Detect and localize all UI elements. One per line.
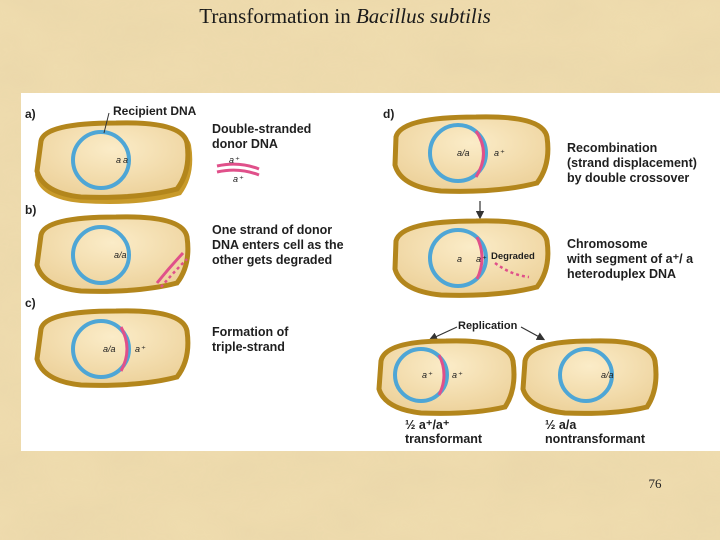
donor-allele-plus-2: a⁺: [233, 174, 244, 184]
allele-plus-transformant: a⁺: [422, 370, 433, 380]
allele-a-panel-b: a/a: [114, 250, 127, 260]
caption-d-line3: by double crossover: [567, 171, 689, 185]
allele-a-panel-c: a/a: [103, 344, 116, 354]
panel-a-tag: a): [25, 107, 36, 121]
nontransformant-label: nontransformant: [545, 432, 646, 446]
panel-d-tag: d): [383, 107, 394, 121]
caption-chromosome-line1: Chromosome: [567, 237, 648, 251]
replication-arrow-right: [521, 327, 543, 339]
caption-d-line2: (strand displacement): [567, 156, 697, 170]
nontransformant-fraction: ½ a/a: [545, 418, 577, 432]
allele-a-nontransformant: a/a: [601, 370, 614, 380]
caption-b-line2: DNA enters cell as the: [212, 238, 344, 252]
degraded-label: Degraded: [491, 251, 535, 262]
allele-plus-panel-c: a⁺: [135, 344, 146, 354]
replication-arrow-left: [431, 327, 457, 339]
allele-a-panel-a-2: a: [123, 155, 128, 165]
recipient-dna-label: Recipient DNA: [113, 104, 197, 118]
transformant-fraction: ½ a⁺/a⁺: [405, 418, 450, 432]
caption-d-line1: Recombination: [567, 141, 657, 155]
caption-c-line1: Formation of: [212, 325, 289, 339]
allele-a-hetero: a: [457, 254, 462, 264]
transformant-label: transformant: [405, 432, 483, 446]
caption-c-line2: triple-strand: [212, 340, 285, 354]
donor-allele-plus: a⁺: [229, 155, 240, 165]
slide-title: Transformation in Bacillus subtilis: [0, 4, 690, 29]
allele-plus-hetero: a⁺: [476, 254, 487, 264]
panel-c-tag: c): [25, 296, 36, 310]
allele-a-panel-a: a: [116, 155, 121, 165]
caption-a-line1: Double-stranded: [212, 122, 311, 136]
diagram-panel: a) a a Recipient DNA Double-stranded don…: [21, 93, 720, 451]
replication-label: Replication: [458, 320, 518, 332]
caption-a-line2: donor DNA: [212, 137, 278, 151]
transformation-diagram: a) a a Recipient DNA Double-stranded don…: [21, 93, 720, 451]
allele-a-panel-d: a/a: [457, 148, 470, 158]
caption-chromosome-line3: heteroduplex DNA: [567, 267, 676, 281]
caption-b-line1: One strand of donor: [212, 223, 332, 237]
panel-b-tag: b): [25, 203, 36, 217]
page-number: 76: [640, 476, 670, 492]
caption-b-line3: other gets degraded: [212, 253, 332, 267]
allele-plus-transformant-2: a⁺: [452, 370, 463, 380]
allele-plus-panel-d: a⁺: [494, 148, 505, 158]
caption-chromosome-line2: with segment of a⁺/ a: [566, 252, 694, 266]
